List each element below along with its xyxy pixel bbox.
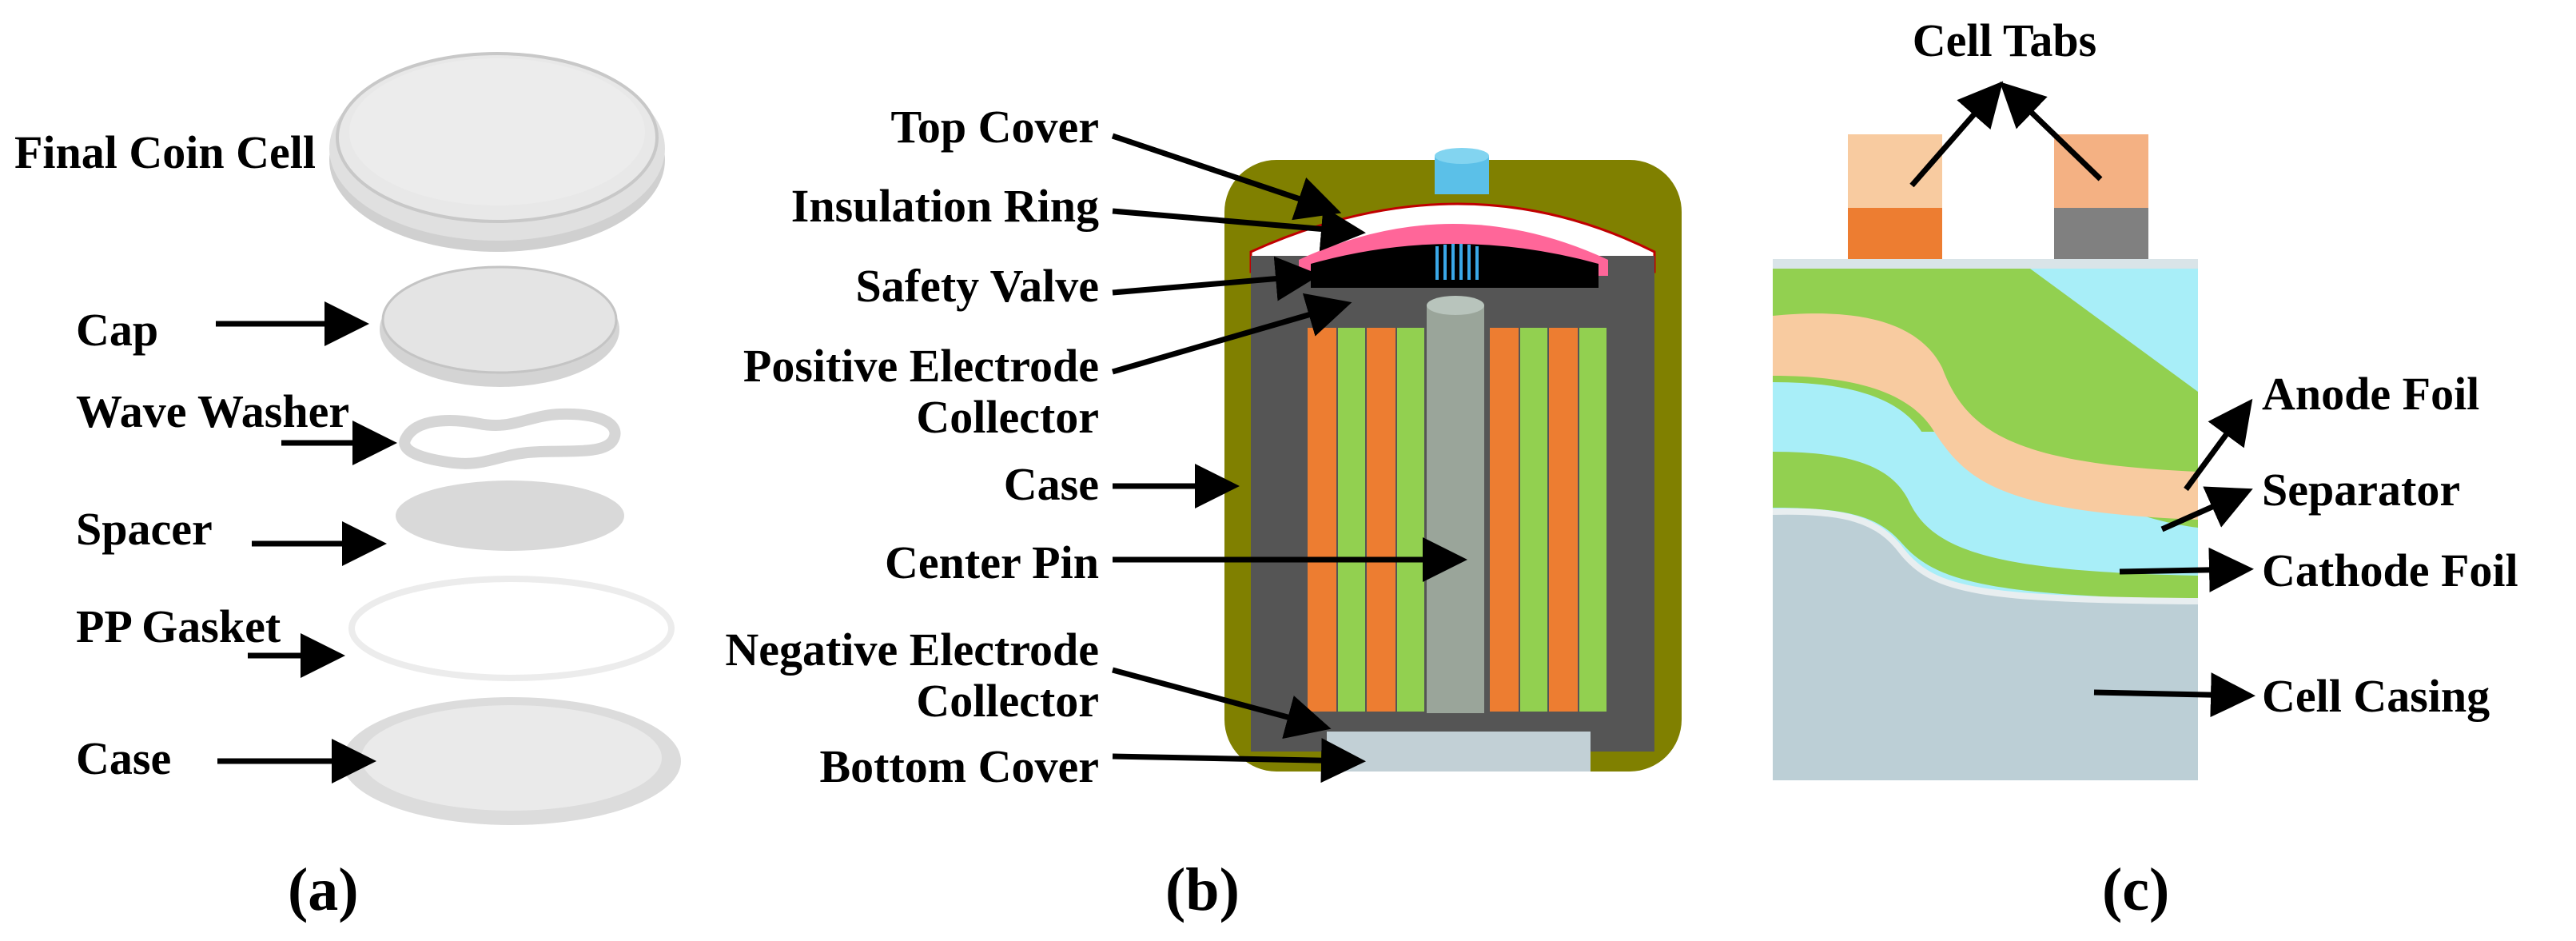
- cell-tabs-label: Cell Tabs: [1913, 14, 2097, 66]
- safety-valve-label: Safety Valve: [856, 260, 1100, 312]
- pp-gasket-label: PP Gasket: [76, 600, 281, 652]
- final-coin-cell-illustration: [329, 52, 665, 252]
- cathode-foil-arrow: [2119, 547, 2254, 592]
- insulation-ring-label: Insulation Ring: [791, 180, 1099, 232]
- anode-foil-arrow: [2184, 398, 2253, 492]
- cylindrical-cell-illustration: [1224, 148, 1682, 772]
- cell-casing-label: Cell Casing: [2262, 670, 2490, 722]
- cell-casing-arrow: [2093, 672, 2255, 718]
- insulation-ring-arrow: [1112, 206, 1366, 252]
- cap-illustration: [380, 265, 619, 387]
- negative-electrode-label-line2: Collector: [916, 675, 1099, 727]
- final-coin-cell-label: Final Coin Cell: [14, 126, 316, 178]
- cap-label: Cap: [76, 304, 158, 356]
- center-pin-label: Center Pin: [885, 536, 1099, 588]
- cell-tabs-arrow-left: [1909, 81, 2004, 188]
- cylindrical-cell-panel: Top Cover Insulation Ring Safety Valve P…: [725, 101, 1682, 923]
- case-label: Case: [1004, 458, 1099, 510]
- positive-electrode-label-line2: Collector: [916, 391, 1099, 443]
- bottom-cover-arrow: [1112, 738, 1366, 784]
- coin-cell-panel: Final Coin Cell Cap Wave Washer Spacer P…: [14, 52, 681, 923]
- coin-case-label: Case: [76, 732, 171, 784]
- positive-electrode-label-line1: Positive Electrode: [743, 340, 1099, 392]
- top-cover-arrow: [1111, 133, 1342, 221]
- spacer-label: Spacer: [76, 503, 213, 555]
- negative-electrode-label-line1: Negative Electrode: [725, 624, 1099, 676]
- bottom-cover-label: Bottom Cover: [819, 740, 1099, 792]
- panel-label-a: (a): [288, 856, 359, 923]
- positive-electrode-arrow: [1112, 293, 1352, 375]
- anode-foil-label: Anode Foil: [2262, 368, 2479, 420]
- cell-tabs-arrow-right: [1999, 82, 2103, 181]
- pp-gasket-illustration: [348, 576, 675, 681]
- negative-electrode-arrow: [1112, 667, 1332, 740]
- pouch-cell-illustration: [1772, 134, 2199, 780]
- wave-washer-illustration: [399, 408, 621, 469]
- panel-label-c: (c): [2102, 856, 2169, 923]
- coin-case-illustration: [342, 697, 681, 825]
- spacer-illustration: [396, 480, 624, 551]
- cathode-foil-label: Cathode Foil: [2262, 544, 2518, 596]
- safety-valve-arrow: [1112, 256, 1320, 301]
- top-cover-label: Top Cover: [891, 101, 1100, 153]
- wave-washer-label: Wave Washer: [76, 385, 349, 437]
- pouch-cell-panel: Cell Tabs Anode Foil Separator Cathode F…: [1772, 14, 2518, 923]
- separator-label: Separator: [2262, 464, 2460, 516]
- separator-arrow: [2160, 486, 2253, 532]
- panel-label-b: (b): [1165, 856, 1240, 923]
